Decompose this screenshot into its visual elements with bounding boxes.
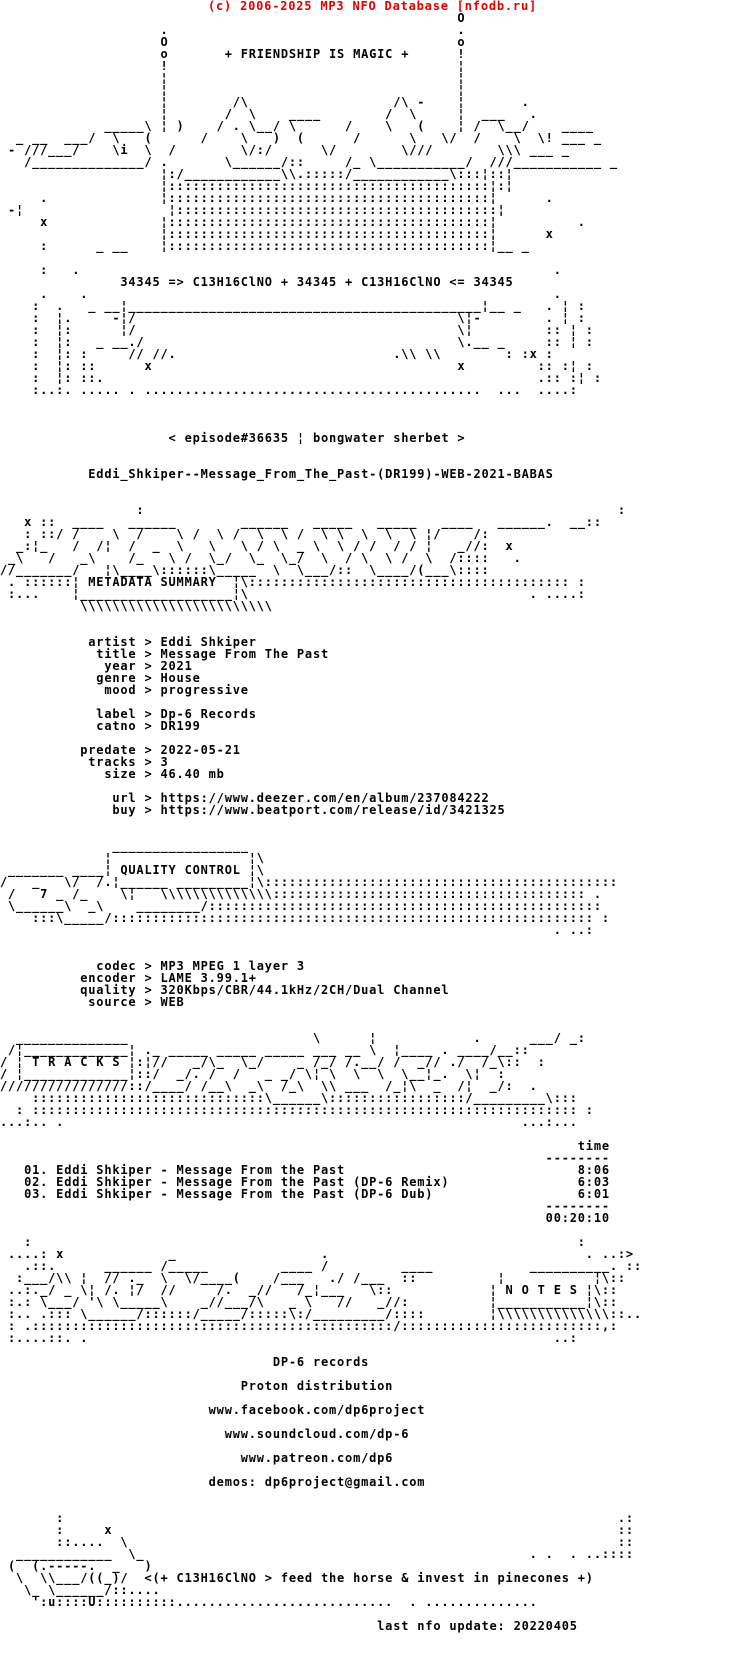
nfo-ascii-body: O . . O o o + FRIENDSHIP IS MAGIC + ! ! bbox=[0, 11, 642, 1633]
site-header-link[interactable]: (c) 2006-2025 MP3 NFO Database [nfodb.ru… bbox=[208, 0, 538, 13]
